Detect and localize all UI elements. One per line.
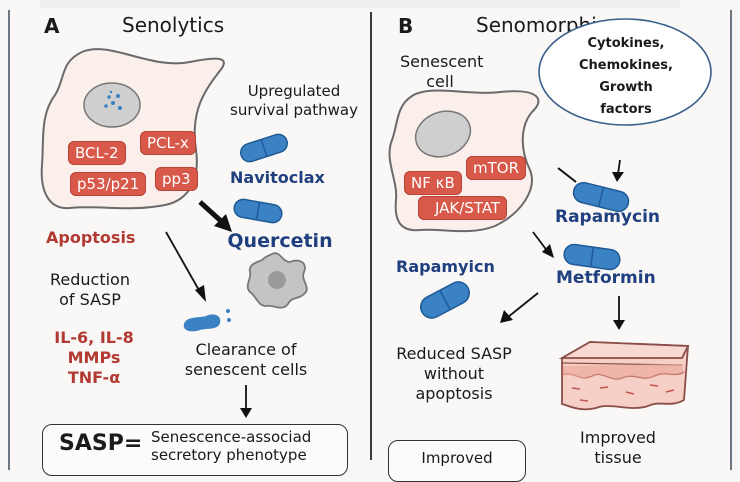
clearance-label: Clearance of senescent cells bbox=[172, 340, 320, 380]
apoptosis-label: Apoptosis bbox=[46, 228, 136, 247]
reduced-line2: without bbox=[423, 364, 485, 383]
sasp-abbrev: SASP= bbox=[59, 431, 143, 456]
marker-jak-stat: JAK/STAT bbox=[418, 196, 508, 220]
clearance-line1: Clearance of bbox=[195, 340, 297, 359]
tissue-block-icon bbox=[558, 341, 690, 411]
pill-icon-quercetin bbox=[233, 198, 283, 224]
reduced-line3: apoptosis bbox=[415, 384, 493, 403]
arrow-bubble-to-rapamycin-icon bbox=[612, 159, 624, 182]
arrow-to-sasp-box-icon bbox=[240, 385, 252, 418]
improved-tissue-line2: tissue bbox=[594, 448, 642, 467]
drug-navitoclax-label: Navitoclax bbox=[230, 168, 325, 187]
reduction-line2: of SASP bbox=[59, 290, 121, 309]
nucleus-a bbox=[83, 82, 141, 128]
pill-icon-rapamycin bbox=[572, 181, 630, 213]
marker-mtor: mTOR bbox=[466, 156, 527, 180]
survival-label-line2: survival pathway bbox=[230, 101, 358, 119]
marker-pcl-x: PCL-x bbox=[140, 131, 196, 155]
pill-icon-rapamyicn bbox=[420, 281, 470, 319]
immune-cell-icon bbox=[246, 252, 308, 309]
panel-divider bbox=[370, 12, 372, 460]
improved-outcome-box: Improved bbox=[388, 440, 526, 482]
pill-icon-metformin bbox=[563, 243, 621, 271]
title-band bbox=[40, 0, 680, 8]
reduced-sasp-label: Reduced SASP without apoptosis bbox=[384, 344, 524, 404]
nucleus-b bbox=[414, 110, 472, 158]
cell-label-line2: cell bbox=[426, 72, 454, 91]
drug-rapamyicn-label: Rapamyicn bbox=[396, 257, 495, 276]
pill-icon-navitoclax bbox=[239, 133, 289, 163]
reduction-of-sasp-label: Reduction of SASP bbox=[40, 270, 140, 310]
panel-a-pills bbox=[165, 133, 308, 418]
bubble-line-chemokines: Chemokines, bbox=[579, 58, 673, 73]
sasp-def-line1: Senescence-associad bbox=[151, 428, 312, 446]
reduction-line1: Reduction bbox=[50, 270, 130, 289]
inhibition-line-icon bbox=[557, 167, 577, 183]
panel-b-graphics bbox=[388, 18, 712, 411]
panel-a-letter: A bbox=[44, 14, 60, 38]
sasp-factor-mmps: MMPs bbox=[67, 348, 121, 367]
reduced-line1: Reduced SASP bbox=[396, 344, 512, 363]
arrow-to-reduced-sasp-icon bbox=[500, 292, 539, 323]
thick-arrow-icon bbox=[198, 200, 232, 232]
sasp-factor-il: IL-6, IL-8 bbox=[54, 328, 134, 347]
senescent-cell-label: Senescent cell bbox=[400, 52, 484, 92]
marker-nf-kb: NF κB bbox=[404, 171, 462, 195]
improved-tissue-label: Improved tissue bbox=[568, 428, 668, 468]
bubble-line-factors: factors bbox=[600, 102, 652, 117]
marker-p53-p21: p53/p21 bbox=[70, 172, 147, 196]
sasp-factor-tnf: TNF-α bbox=[67, 368, 121, 387]
survival-pathway-label: Upregulated survival pathway bbox=[224, 82, 364, 120]
clearance-line2: senescent cells bbox=[184, 360, 308, 379]
panel-a-title: Senolytics bbox=[122, 13, 225, 37]
cytokine-bubble-text: Cytokines, Chemokines, Growth factors bbox=[560, 33, 692, 121]
panel-b-letter: B bbox=[398, 14, 414, 38]
drug-metformin-label: Metformin bbox=[556, 268, 656, 288]
bubble-line-growth: Growth bbox=[599, 80, 653, 95]
drug-rapamycin-label: Rapamycin bbox=[555, 207, 661, 227]
cell-label-line1: Senescent bbox=[400, 52, 484, 71]
marker-pp3: pp3 bbox=[155, 167, 198, 191]
bubble-line-cytokines: Cytokines, bbox=[587, 36, 665, 51]
apoptotic-fragment-icon bbox=[183, 309, 231, 332]
survival-label-line1: Upregulated bbox=[247, 82, 341, 100]
drug-quercetin-label: Quercetin bbox=[227, 230, 333, 252]
improved-box-label: Improved bbox=[421, 449, 493, 467]
arrow-cell-to-metformin-icon bbox=[532, 231, 554, 258]
arrow-to-clearance-icon bbox=[165, 231, 206, 302]
cytokine-bubble bbox=[538, 18, 712, 126]
sasp-factors-list: IL-6, IL-8 MMPs TNF-α bbox=[46, 328, 142, 388]
marker-bcl2: BCL-2 bbox=[68, 141, 126, 165]
improved-tissue-line1: Improved bbox=[580, 428, 656, 447]
arrow-to-tissue-icon bbox=[613, 296, 625, 330]
